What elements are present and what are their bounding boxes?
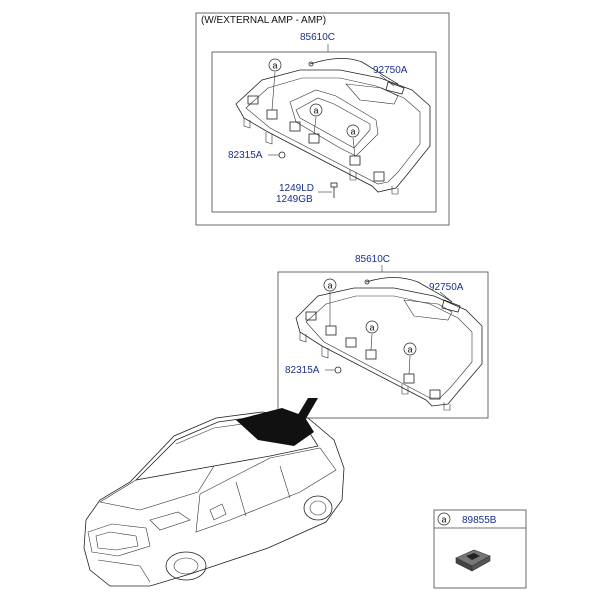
upper-package-tray	[235, 69, 431, 195]
svg-text:a: a	[370, 323, 375, 333]
legend-box: a 89855B	[433, 509, 527, 589]
upper-clip-square	[308, 133, 320, 144]
upper-inner-frame	[211, 51, 437, 213]
upper-clip-square	[349, 155, 361, 166]
upper-clip-icon	[278, 151, 286, 159]
lower-cable-end	[364, 279, 370, 285]
upper-callout-a-1: a	[268, 58, 282, 111]
lower-callout-a-1: a	[323, 278, 337, 326]
upper-cable	[309, 58, 399, 85]
lower-cable	[365, 277, 453, 303]
lower-cable-part-number[interactable]: 92750A	[429, 282, 464, 293]
front-wheel	[165, 551, 207, 581]
upper-tray-part-number[interactable]: 85610C	[300, 32, 335, 43]
upper-callout-a-3: a	[346, 124, 360, 157]
car-package-tray-highlight	[236, 408, 314, 446]
upper-cable-end	[308, 61, 314, 67]
upper-clip-square	[289, 121, 301, 132]
lower-clip-square	[325, 325, 337, 336]
upper-callout-a-2: a	[309, 103, 323, 135]
car-illustration	[83, 408, 345, 587]
upper-assembly: (W/EXTERNAL AMP - AMP) 85610C 927	[195, 12, 450, 226]
upper-bolt-icon	[330, 182, 338, 198]
upper-bolt-part-number-1[interactable]: 1249LD	[279, 183, 314, 194]
upper-cable-connector	[385, 81, 405, 95]
lower-clip-square	[429, 389, 441, 400]
lower-cable-connector	[441, 299, 461, 313]
lower-clip-icon	[334, 366, 342, 374]
lower-assembly: 85610C 92750A a	[277, 254, 489, 419]
upper-clip-square	[373, 171, 385, 182]
lower-clip-square	[365, 349, 377, 360]
lower-frame	[277, 271, 489, 419]
lower-callout-a-2: a	[365, 320, 379, 351]
svg-text:a: a	[351, 127, 356, 137]
lower-package-tray	[295, 287, 483, 411]
lower-clip-square	[403, 373, 415, 384]
upper-outer-frame	[195, 12, 450, 226]
lower-tray-part-number[interactable]: 85610C	[355, 254, 390, 265]
upper-header: (W/EXTERNAL AMP - AMP)	[201, 15, 326, 26]
upper-bolt-part-number-2[interactable]: 1249GB	[276, 194, 313, 205]
rear-wheel	[303, 495, 333, 521]
legend-part-number[interactable]: 89855B	[462, 515, 497, 526]
legend-callout-circle	[437, 512, 451, 526]
lower-clip-part-number[interactable]: 82315A	[285, 365, 320, 376]
svg-text:a: a	[328, 281, 333, 291]
upper-cable-leader	[379, 74, 395, 87]
legend-frame	[433, 509, 527, 589]
legend-clip-icon	[455, 549, 491, 572]
lower-cable-leader	[439, 291, 453, 303]
upper-cable-part-number[interactable]: 92750A	[373, 65, 408, 76]
svg-text:a: a	[314, 106, 319, 116]
lower-clip-square	[345, 337, 357, 348]
svg-text:a: a	[408, 345, 413, 355]
upper-clip-square	[266, 109, 278, 120]
lower-clip-square	[305, 311, 317, 321]
lower-callout-a-3: a	[403, 342, 417, 375]
upper-clip-square	[247, 95, 259, 105]
legend-callout-letter: a	[442, 515, 447, 525]
upper-clip-part-number[interactable]: 82315A	[228, 150, 263, 161]
svg-text:a: a	[273, 61, 278, 71]
